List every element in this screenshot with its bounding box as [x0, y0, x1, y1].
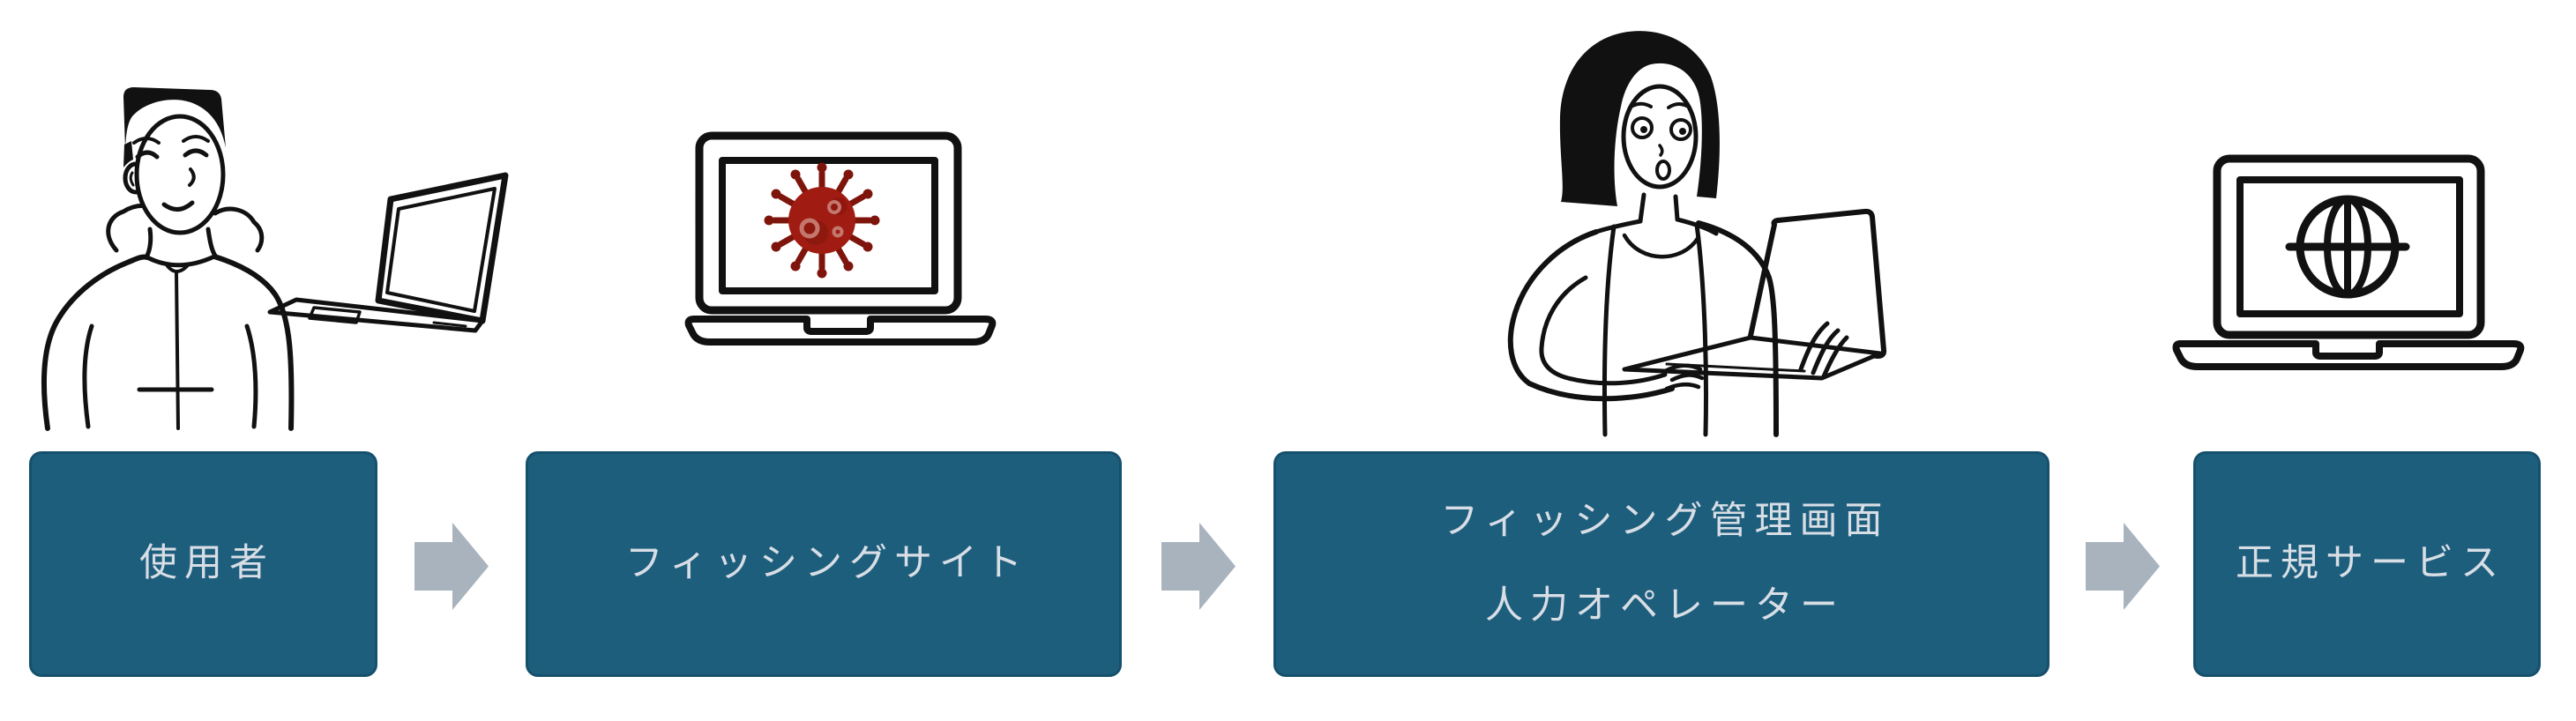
open-laptop-icon [267, 172, 509, 333]
woman-figure [1507, 31, 1849, 437]
node-label-line1: フィッシング管理画面 [1440, 501, 1890, 542]
node-label: 正規サービス [2236, 543, 2505, 584]
man-with-laptop-illustration [41, 87, 509, 431]
virus-icon [764, 162, 880, 279]
woman-with-laptop-illustration [1507, 31, 1887, 437]
node-label: フィッシングサイト [624, 543, 1030, 584]
right-block-arrow-icon [414, 523, 489, 610]
right-block-arrow-icon [2086, 523, 2160, 610]
man-figure [41, 87, 295, 431]
held-laptop-icon [1622, 208, 1887, 381]
node-user: 使用者 [29, 451, 377, 677]
node-phishing-admin: フィッシング管理画面 人力オペレーター [1273, 451, 2050, 677]
right-block-arrow-icon [1161, 523, 1236, 610]
node-label-line2: 人力オペレーター [1485, 585, 1845, 627]
node-phishing-site: フィッシングサイト [526, 451, 1122, 677]
globe-icon [2285, 195, 2410, 299]
node-label: 使用者 [139, 543, 274, 584]
node-legit-service: 正規サービス [2193, 451, 2541, 677]
laptop-with-virus-illustration [684, 131, 997, 346]
laptop-with-globe-illustration [2172, 154, 2525, 370]
